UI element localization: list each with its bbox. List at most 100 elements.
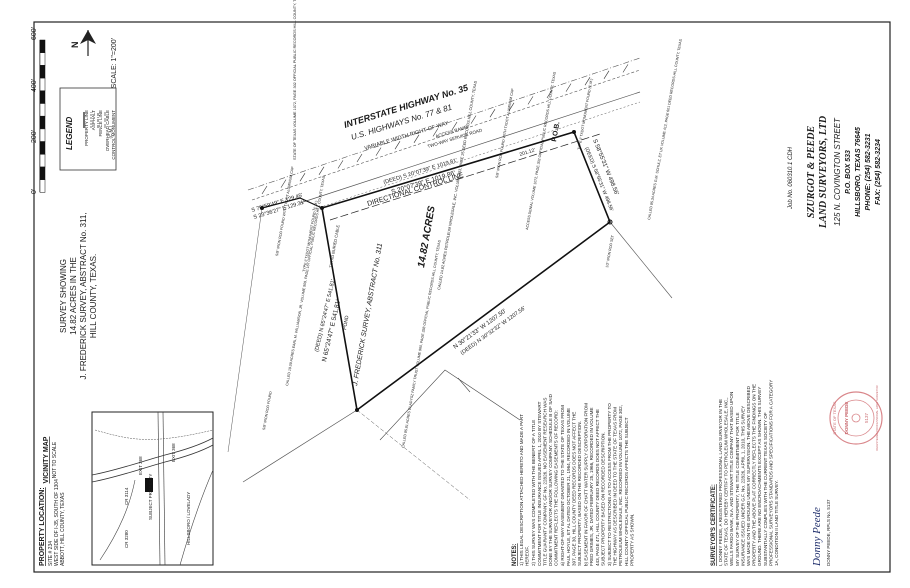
parcel-boundary bbox=[321, 131, 611, 412]
scale-segment bbox=[39, 103, 46, 117]
vicinity-label-cr3280: CR 3280 bbox=[124, 530, 129, 548]
scale-segment bbox=[39, 179, 46, 193]
title-line-1: SURVEY SHOWING bbox=[59, 259, 68, 333]
title-line-4: HILL COUNTY, TEXAS. bbox=[89, 254, 98, 338]
vicinity-label-exit-1: EXIT 368 bbox=[138, 456, 143, 475]
note-line: DONE BY THE SURVEYOR AND/OR SURVEY COMPA… bbox=[548, 393, 553, 566]
vicinity-label-road: HILLSBORO / LOVELADY bbox=[186, 492, 191, 545]
seal-line-1: STATE OF TEXAS bbox=[832, 401, 837, 434]
adjoiner-right: CALLED 85.34 ACRES G.M. SCHULZ, ET UX VO… bbox=[647, 38, 683, 220]
company-name-1: SZURGOT & PEEDE bbox=[806, 126, 817, 219]
subject-property-marker bbox=[145, 478, 153, 492]
scale-segment bbox=[39, 128, 46, 142]
highway-hatch bbox=[280, 179, 287, 188]
monument-note-6: 5/8" IRON ROD FOUND bbox=[262, 391, 273, 431]
monument-marker bbox=[320, 206, 324, 210]
sheet-border bbox=[33, 21, 891, 573]
title-line-2: 14.82 ACRES IN THE bbox=[69, 257, 78, 335]
note-line: PAUL HOYLE, ET AL DATED OCTOBER 21, 1964… bbox=[566, 408, 571, 566]
monument-marker bbox=[572, 130, 576, 134]
certificate-line: GROUND. THERE ARE NO ENCROACHMENTS EXCEP… bbox=[757, 387, 762, 566]
signer-name: DONNY PEEDE, RPLS No. 5137 bbox=[826, 499, 831, 566]
note-line: PETROLEUM WHOLESALE, INC. RECORDED IN VO… bbox=[618, 405, 623, 566]
legend-cm-symbol: (C.M.) bbox=[108, 126, 113, 139]
company-name-2: LAND SURVEYORS, LTD bbox=[818, 116, 829, 229]
note-line: a) RIGHT-OF-WAY EASEMENT GRANTED TO THE … bbox=[560, 405, 565, 566]
seal-line-4: REGISTERED PROFESSIONAL LAND SURVEYOR bbox=[875, 385, 879, 450]
seal-line-3: 5137 bbox=[864, 412, 869, 423]
parcel-survey-name: J. FREDERICK SURVEY, ABSTRACT No. 311 bbox=[352, 243, 384, 388]
highway-hatch bbox=[622, 64, 629, 73]
certificate-title: SURVEYOR'S CERTIFICATE: bbox=[711, 484, 717, 566]
note-line: COMMITMENT REFLECTS THE FOLLOWING EASEME… bbox=[554, 410, 559, 566]
note-line: THE HIGHWAY AS DESCRIBED IN DEED TO THE … bbox=[613, 407, 618, 566]
company-block: Job No. 060310.1 CDH SZURGOT & PEEDE LAN… bbox=[788, 116, 882, 229]
vicinity-label-subject: SUBJECT PROPERTY bbox=[148, 474, 153, 520]
legend-asphalt: ASPHALT bbox=[91, 110, 96, 130]
highway-hatch bbox=[318, 166, 325, 175]
highway-hatch bbox=[299, 173, 306, 182]
note-line: 1) THIS LEGAL DESCRIPTION ATTACHED HERET… bbox=[519, 414, 524, 566]
highway-hatch bbox=[337, 160, 344, 169]
highway-hatch bbox=[508, 102, 515, 111]
title-line-3: J. FREDERICK SURVEY, ABSTRACT No. 311, bbox=[79, 212, 88, 379]
legend-control-monument: CONTROL MONUMENT bbox=[111, 110, 116, 160]
certificate-line: WELLS FARGO BANK, N.A. AND STEWART TITLE… bbox=[729, 392, 734, 566]
scale-tick-0: 0' bbox=[31, 189, 38, 194]
note-line: TITLE GUARANTY COMPANY, GF No. 22826. NO… bbox=[542, 398, 547, 566]
adjoiner-bottom: CALLED 85.81 ACRES GLADYSZ FAMILY TRUST … bbox=[401, 239, 442, 448]
scale-segment bbox=[39, 166, 46, 180]
highway-hatch bbox=[356, 153, 363, 163]
legend-fence-line: FENCE LINE bbox=[98, 110, 103, 137]
certificate-block: SURVEYOR'S CERTIFICATE: Donny Peede DONN… bbox=[711, 380, 831, 567]
certificate-line: PROPERTY AND THE ABOVE PLAT CORRECTLY RE… bbox=[752, 384, 757, 566]
certificate-line: I, DONNY PEEDE, A REGISTERED PROFESSIONA… bbox=[718, 399, 723, 566]
highway-hatch bbox=[527, 96, 534, 105]
monument-marker bbox=[260, 206, 264, 210]
scale-segment bbox=[39, 52, 46, 66]
highway-hatch bbox=[432, 128, 439, 137]
note-line: b) EASEMENT IN FAVOR OF CHATT WATER SUPP… bbox=[584, 403, 589, 566]
note-line: SUBJECT PROPERTY, BASED ON THE RECORDED … bbox=[577, 421, 582, 566]
property-location: PROPERTY LOCATION: SITE # 234 WEST SIDE … bbox=[39, 479, 66, 566]
vicinity-title: VICINITY MAP bbox=[43, 436, 50, 483]
legend-title: LEGEND bbox=[65, 116, 74, 150]
scale-tick-400: 400' bbox=[31, 79, 38, 92]
highway-hatch bbox=[261, 185, 268, 195]
note-line: SUBJECT PROPERTY BASED ON RECORDED DESCR… bbox=[600, 432, 605, 566]
highway-state-caption: STATE OF TEXAS VOLUME 1072, PAGE 302 OFF… bbox=[293, 0, 297, 160]
certificate-line: WAS MADE ON THE GROUND UNDER MY SUPERVIS… bbox=[746, 385, 751, 566]
company-address: 125 N. COVINGTON STREET bbox=[833, 117, 842, 226]
legend-property-line: PROPERTY LINE bbox=[84, 110, 89, 146]
monument-note-5: 1/2" IRON ROD SET bbox=[605, 234, 615, 268]
bearing-distance: 201.12' bbox=[519, 147, 536, 158]
note-line: HILL COUNTY OFFICIAL PUBLIC RECORDS AFFE… bbox=[624, 417, 629, 566]
scale-tick-600: 600' bbox=[31, 27, 38, 40]
highway-hatch bbox=[394, 141, 401, 150]
scale-tick-200: 200' bbox=[31, 130, 38, 143]
monument-marker bbox=[355, 408, 359, 412]
highway-hatch bbox=[565, 83, 572, 92]
legend: LEGEND PROPERTY LINE ASPHALT FENCE LINE … bbox=[59, 87, 117, 171]
note-line: FRED GRIMES, JR. DATED FEBRUARY 25, 1966… bbox=[589, 407, 594, 566]
note-line: PROPERTY AS SHOWN. bbox=[629, 514, 634, 566]
certificate-line: STATE OF TEXAS, DO HEREBY CERTIFY TO PET… bbox=[724, 397, 729, 566]
highway-hatch bbox=[489, 109, 496, 118]
scale-segment bbox=[39, 39, 46, 53]
note-line: HEREOF. bbox=[525, 546, 530, 566]
company-city: HILLSBORO, TEXAS 76645 bbox=[855, 127, 862, 217]
seal-line-2: DONNY PEEDE bbox=[844, 402, 849, 435]
monument-note-4: TYPE II TXDOT MONUMENT FOUND (C.M.) bbox=[577, 78, 593, 150]
title-block: SURVEY SHOWING 14.82 ACRES IN THE J. FRE… bbox=[59, 212, 98, 379]
property-location-line-2: WEST SIDE OF I-35, SOUTH OF 1304 bbox=[54, 479, 60, 566]
svg-text:N: N bbox=[70, 42, 80, 49]
point-of-beginning: P.O.B. bbox=[551, 121, 561, 142]
highway-hatch bbox=[584, 77, 591, 86]
scale-segment bbox=[39, 90, 46, 104]
scale-segment bbox=[39, 154, 46, 168]
scale-segment bbox=[39, 77, 46, 92]
scale-label: SCALE: 1"=200' bbox=[111, 38, 118, 88]
scale-bar: 0' 200' 400' 600' bbox=[31, 27, 46, 194]
scale-segment bbox=[39, 141, 46, 155]
